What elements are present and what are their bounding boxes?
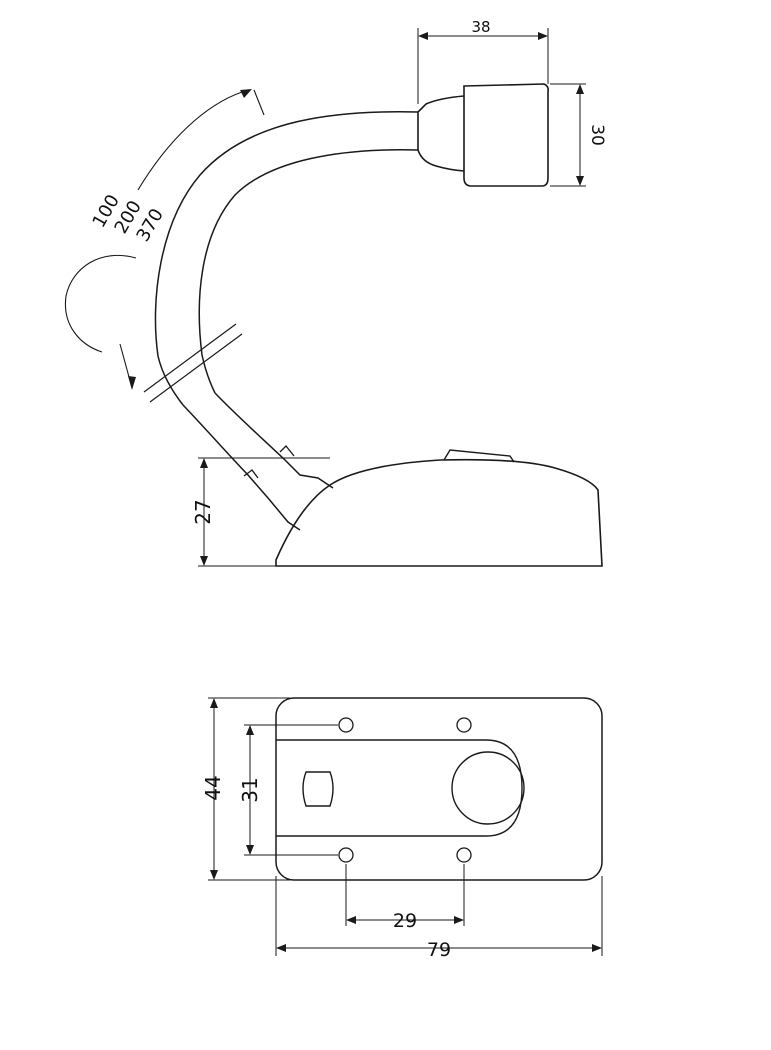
mounting-hole-bottom-right	[456, 847, 472, 863]
arm-length-labels: 100 200 370	[89, 191, 168, 245]
dim-hole-spacing-y: 31	[238, 724, 338, 856]
dim-base-width: 79	[275, 876, 603, 961]
mounting-hole-bottom-left	[338, 847, 354, 863]
dim-hole-spacing-x: 29	[345, 864, 465, 932]
dim-44-label: 44	[201, 775, 225, 800]
arm-plate	[276, 739, 523, 837]
rotation-indicators	[64, 89, 265, 390]
cable-slot	[302, 771, 334, 807]
dim-base-height: 27	[191, 457, 330, 567]
dim-30-label: 30	[587, 124, 607, 146]
side-view: 38 30 27 100 200 370	[64, 18, 607, 567]
top-view: 44 31 29 79	[201, 697, 603, 961]
base-outline	[275, 697, 603, 881]
gooseneck-arm	[143, 111, 419, 531]
mounting-hole-top-left	[338, 717, 354, 733]
dim-38-label: 38	[471, 18, 490, 36]
dim-head-diameter: 30	[550, 83, 607, 187]
switch-hole	[451, 751, 525, 825]
base-side	[275, 449, 603, 567]
dim-79-label: 79	[427, 939, 451, 961]
mounting-hole-top-right	[456, 717, 472, 733]
lamp-head	[417, 83, 549, 187]
dim-31-label: 31	[238, 777, 262, 802]
dim-29-label: 29	[393, 910, 417, 932]
dim-27-label: 27	[191, 499, 215, 524]
dim-head-width: 38	[417, 18, 549, 104]
